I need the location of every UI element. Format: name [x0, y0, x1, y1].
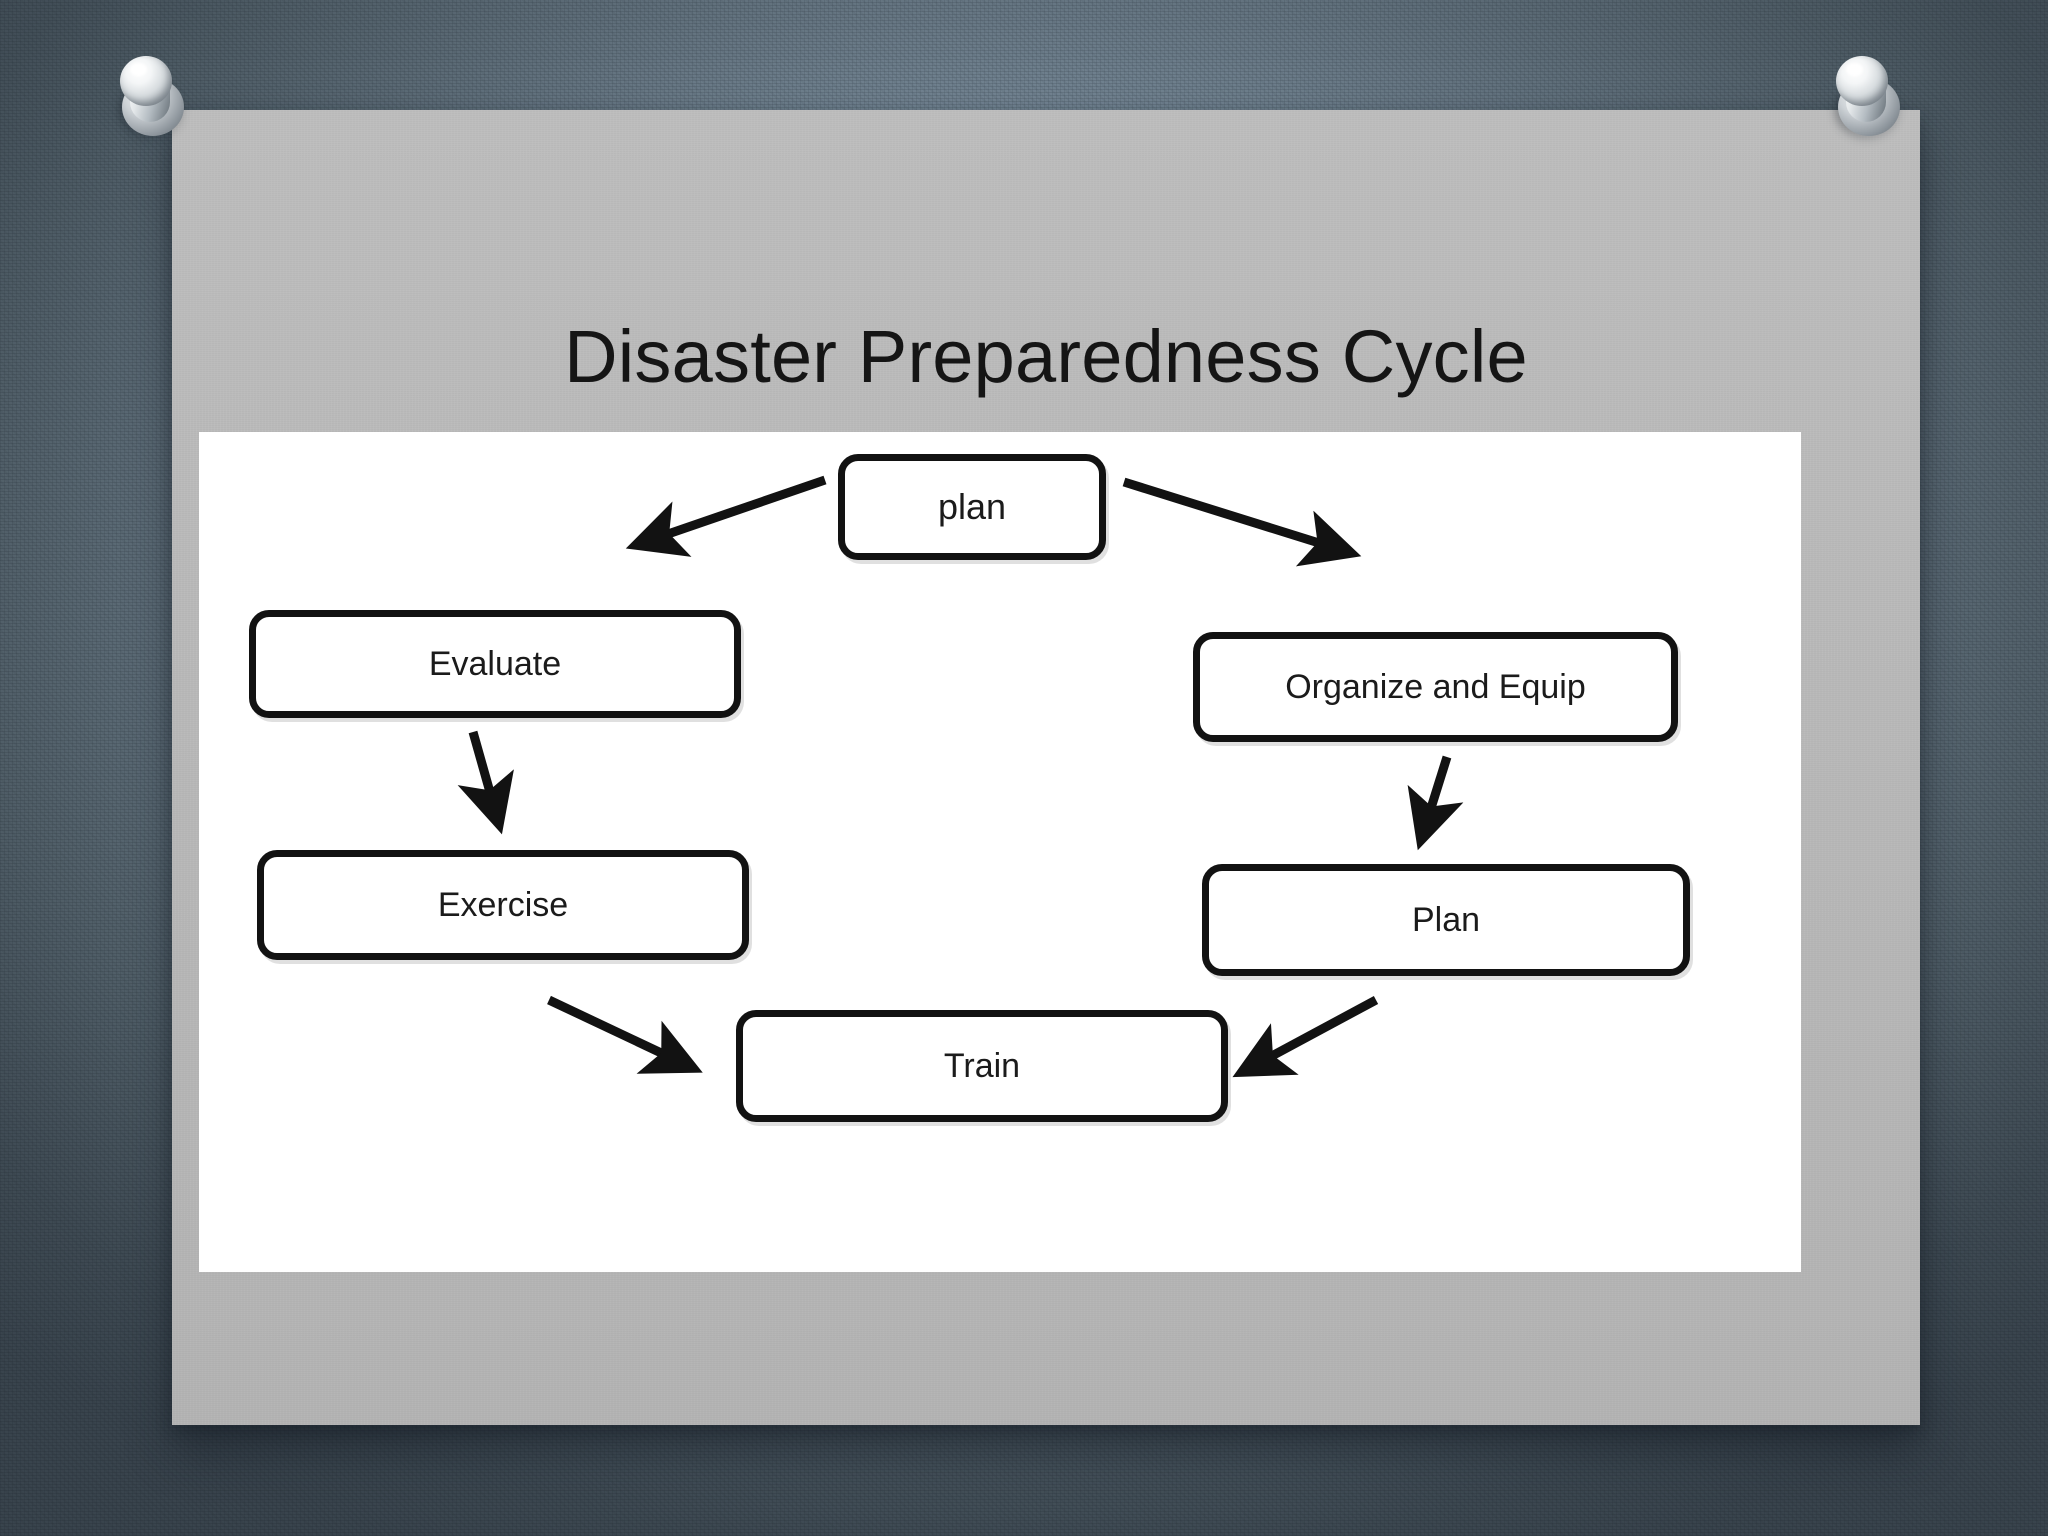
arrow-exercise-to-train [547, 995, 703, 1074]
node-organize-and-equip[interactable]: Organize and Equip [1193, 632, 1678, 742]
pushpin-glint [130, 63, 147, 76]
node-plan-top-label: plan [937, 486, 1007, 527]
top-left-pushpin-icon [108, 52, 192, 144]
top-right-pushpin-icon [1824, 52, 1908, 144]
diagram-canvas: plan Evaluate Organize and Equip Exercis… [199, 432, 1801, 1272]
pushpin-head [1836, 56, 1888, 106]
arrow-planright-to-train [1232, 996, 1379, 1078]
node-plan-right[interactable]: Plan [1202, 864, 1690, 976]
node-evaluate-label: Evaluate [428, 644, 562, 683]
arrow-plan-to-evaluate [625, 475, 827, 557]
slide-sheet: Disaster Preparedness Cycle plan Evaluat… [172, 110, 1920, 1425]
node-exercise-label: Exercise [437, 885, 569, 924]
pushpin-glint [1846, 63, 1863, 76]
node-evaluate[interactable]: Evaluate [249, 610, 741, 718]
arrow-evaluate-to-exercise [457, 730, 514, 835]
node-train[interactable]: Train [736, 1010, 1228, 1122]
node-exercise[interactable]: Exercise [257, 850, 749, 960]
node-organize-and-equip-label: Organize and Equip [1285, 667, 1586, 706]
page-title: Disaster Preparedness Cycle [564, 315, 1528, 398]
arrow-organize-to-planright [1407, 755, 1464, 851]
node-plan-right-label: Plan [1411, 900, 1481, 939]
node-plan-top[interactable]: plan [838, 454, 1106, 560]
arrow-plan-to-organize [1122, 477, 1362, 567]
node-train-label: Train [943, 1046, 1021, 1085]
pushpin-head [120, 56, 172, 106]
